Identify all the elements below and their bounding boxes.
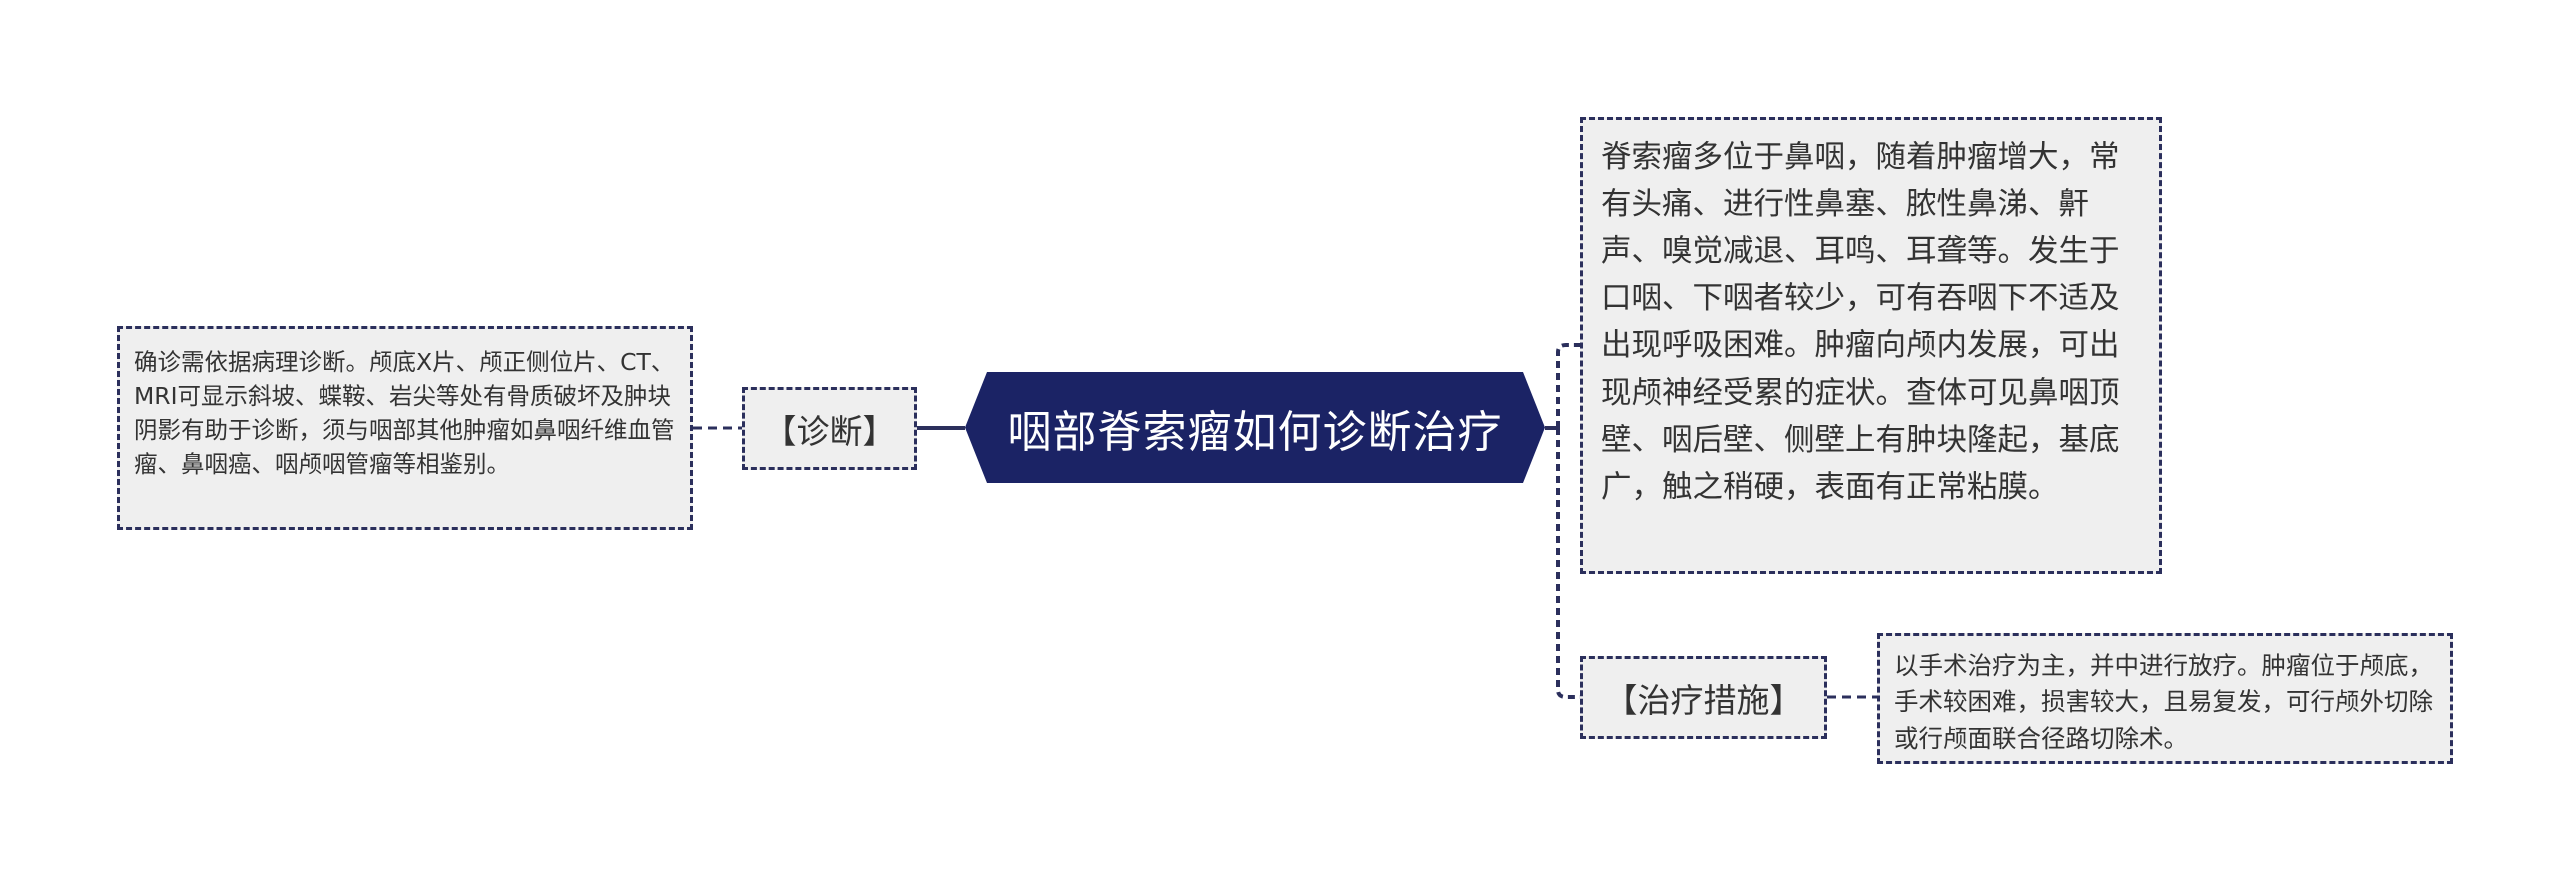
link-right-bracket-lower bbox=[1556, 428, 1580, 699]
treatment-topic-node[interactable]: 【治疗措施】 bbox=[1580, 656, 1827, 739]
diagnosis-detail-text: 确诊需依据病理诊断。颅底X片、颅正侧位片、CT、MRI可显示斜坡、蝶鞍、岩尖等处… bbox=[134, 348, 675, 479]
treatment-detail-node: 以手术治疗为主，并中进行放疗。肿瘤位于颅底，手术较困难，损害较大，且易复发，可行… bbox=[1877, 633, 2453, 764]
diagnosis-topic-node[interactable]: 【诊断】 bbox=[742, 387, 917, 470]
diagnosis-topic-label: 【诊断】 bbox=[763, 411, 896, 451]
symptoms-detail-node: 脊索瘤多位于鼻咽，随着肿瘤增大，常有头痛、进行性鼻塞、脓性鼻涕、鼾声、嗅觉减退、… bbox=[1580, 117, 2162, 574]
root-topic-label: 咽部脊索瘤如何诊断治疗 bbox=[1007, 406, 1503, 458]
symptoms-detail-text: 脊索瘤多位于鼻咽，随着肿瘤增大，常有头痛、进行性鼻塞、脓性鼻涕、鼾声、嗅觉减退、… bbox=[1601, 140, 2120, 505]
root-topic-node[interactable]: 咽部脊索瘤如何诊断治疗 bbox=[965, 372, 1545, 483]
treatment-topic-label: 【治疗措施】 bbox=[1604, 680, 1803, 720]
diagnosis-detail-node: 确诊需依据病理诊断。颅底X片、颅正侧位片、CT、MRI可显示斜坡、蝶鞍、岩尖等处… bbox=[117, 326, 693, 530]
link-right-bracket bbox=[1556, 343, 1580, 428]
treatment-detail-text: 以手术治疗为主，并中进行放疗。肿瘤位于颅底，手术较困难，损害较大，且易复发，可行… bbox=[1894, 651, 2433, 753]
